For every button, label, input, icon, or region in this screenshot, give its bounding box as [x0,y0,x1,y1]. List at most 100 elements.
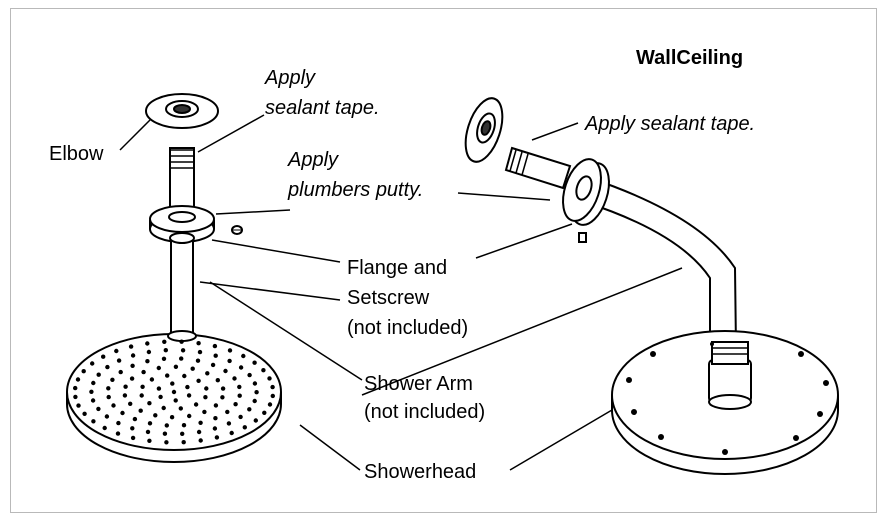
spray-hole [106,386,111,391]
spray-hole [203,395,208,400]
spray-hole [270,393,275,399]
label-apply-sealant-left-line1: Apply [265,67,316,89]
spray-hole [226,421,232,426]
label-shower-arm-line1: Shower Arm [364,373,473,395]
spray-hole [130,363,135,368]
spray-hole [202,409,207,415]
spray-hole [104,414,110,419]
spray-hole [147,401,152,406]
spray-hole [123,384,128,389]
label-flange-line1: Flange and [347,257,448,279]
spray-hole [213,416,218,421]
spray-hole [212,343,218,349]
spray-hole [237,384,242,390]
ceiling-showerhead [66,330,282,463]
spray-hole [106,394,111,400]
spray-hole [116,420,121,426]
spray-hole [180,348,186,353]
ceiling-setscrew [231,225,243,235]
spray-hole [141,369,146,375]
spray-hole [179,339,184,344]
spray-hole [76,403,81,408]
spray-hole [195,358,201,363]
spray-hole [213,353,218,358]
spray-hole [139,393,144,398]
spray-hole [147,438,152,443]
spray-hole [73,385,78,391]
spray-hole [145,429,151,435]
spray-hole [130,435,136,441]
spray-hole [210,362,216,368]
spray-hole [101,354,106,359]
spray-hole [252,381,258,386]
label-apply-sealant-left-line2: sealant tape. [265,97,380,119]
spray-hole [261,368,266,373]
spray-hole [252,398,257,404]
spray-hole [182,373,187,379]
spray-hole [111,403,116,408]
label-showerhead: Showerhead [364,461,477,483]
spray-hole [238,365,244,370]
spray-hole [186,393,192,398]
wall-showerhead [611,330,839,475]
spray-hole [91,419,96,424]
ceiling-shower-arm-top [169,147,195,211]
label-apply-putty-line2: plumbers putty. [288,179,424,201]
spray-hole [169,415,175,420]
spray-hole [138,408,143,413]
spray-hole [122,393,128,398]
spray-hole [170,381,175,386]
spray-hole [185,384,190,390]
spray-hole [247,372,252,378]
spray-hole [173,398,178,403]
spray-hole [147,421,153,426]
spray-hole [204,386,209,391]
spray-hole [237,393,242,398]
spray-hole [196,341,201,346]
label-elbow: Elbow [49,143,104,165]
wall-elbow [464,97,504,163]
spray-hole [196,378,201,383]
spray-hole [153,413,158,418]
spray-hole [73,394,78,400]
spray-hole [82,411,87,416]
spray-hole [270,384,275,390]
spray-hole [220,386,226,391]
spray-hole [105,364,110,370]
spray-hole [232,376,237,381]
spray-hole [161,405,166,411]
spray-hole [178,406,183,411]
spray-hole [227,358,232,364]
leader-lines [119,114,683,471]
spray-hole [267,376,272,381]
spray-hole [162,339,167,344]
spray-hole [181,440,186,445]
spray-hole [181,423,187,428]
label-flange-line3: (not included) [347,317,469,339]
view-title: WallCeiling [636,47,744,69]
spray-hole [116,358,122,363]
showerhead-holes [73,339,275,445]
spray-hole [193,402,199,407]
spray-hole [180,431,185,436]
spray-hole [262,410,267,415]
spray-hole [254,390,259,395]
spray-hole [156,386,162,391]
spray-hole [179,356,184,361]
wall-setscrew [578,232,587,243]
spray-hole [164,423,169,428]
spray-hole [205,371,210,376]
spray-hole [120,410,125,416]
spray-hole [173,364,179,369]
spray-hole [129,376,135,381]
spray-hole [130,426,135,431]
wall-flange [562,158,610,226]
spray-hole [171,389,177,395]
spray-hole [214,435,220,440]
spray-hole [163,348,168,353]
spray-hole [198,420,203,425]
ceiling-elbow [145,93,219,129]
spray-hole [91,380,96,386]
spray-hole [165,373,170,378]
